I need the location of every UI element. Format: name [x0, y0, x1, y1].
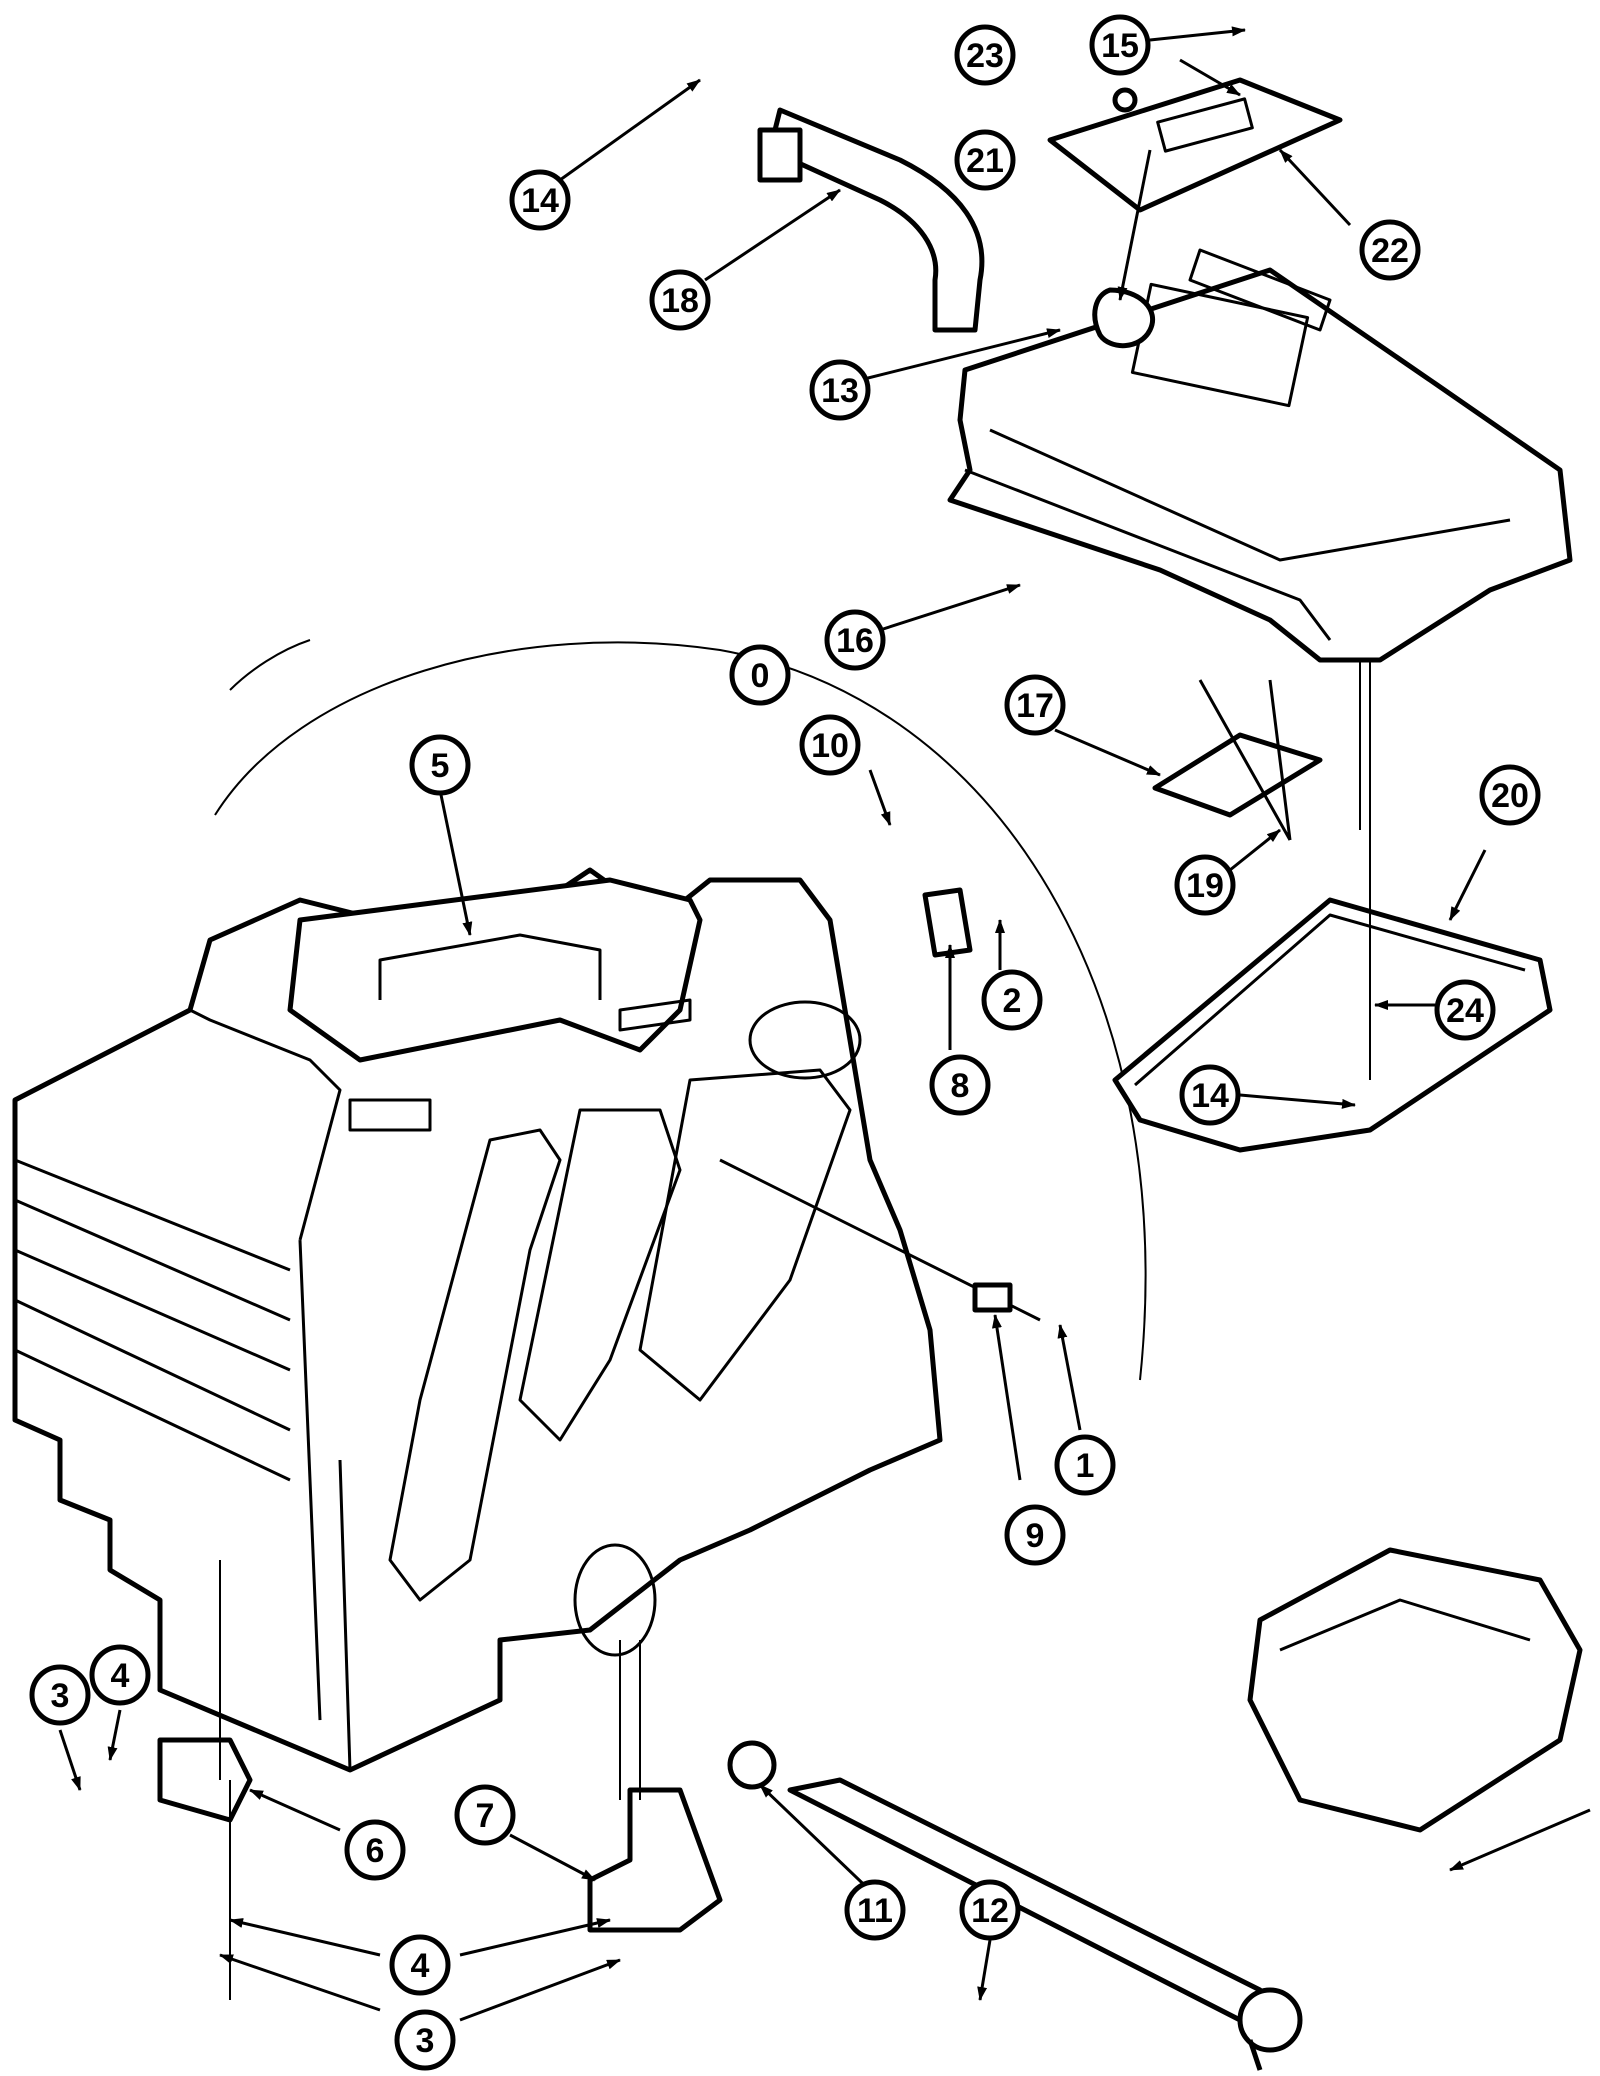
svg-text:23: 23 — [966, 37, 1004, 75]
svg-text:10: 10 — [811, 727, 849, 765]
recovery-tank-lid — [947, 248, 1573, 663]
svg-text:9: 9 — [1026, 1517, 1045, 1555]
callout-3-left: 3 — [29, 1664, 91, 1726]
drain-hose — [787, 1777, 1303, 2071]
latch-9 — [972, 1282, 1013, 1313]
svg-text:19: 19 — [1186, 867, 1224, 905]
recovery-tank-body — [12, 867, 943, 1773]
callout-7: 7 — [454, 1784, 516, 1846]
callouts: 0 1 2 3 3 4 4 5 6 7 8 9 10 11 12 13 14 1… — [29, 14, 1541, 2071]
svg-text:20: 20 — [1491, 777, 1529, 815]
svg-text:24: 24 — [1446, 992, 1484, 1030]
svg-text:4: 4 — [111, 1657, 130, 1695]
svg-text:7: 7 — [476, 1797, 495, 1835]
callout-6: 6 — [344, 1819, 406, 1881]
callout-1: 1 — [1054, 1434, 1116, 1496]
callout-4-bottom: 4 — [389, 1934, 451, 1996]
callout-13: 13 — [809, 359, 871, 421]
svg-text:14: 14 — [1191, 1077, 1229, 1115]
svg-text:0: 0 — [751, 657, 770, 695]
callout-12: 12 — [959, 1879, 1021, 1941]
bracket-7 — [587, 1787, 723, 1933]
svg-text:5: 5 — [431, 747, 450, 785]
callout-4-left: 4 — [89, 1644, 151, 1706]
callout-24: 24 — [1434, 979, 1496, 1041]
callout-0: 0 — [729, 644, 791, 706]
leader-lines — [58, 26, 1487, 2022]
svg-text:1: 1 — [1076, 1447, 1095, 1485]
svg-text:18: 18 — [661, 282, 699, 320]
hose-clamp-11 — [727, 1740, 777, 1790]
svg-text:3: 3 — [416, 2022, 435, 2060]
callout-10: 10 — [799, 714, 861, 776]
callout-21: 21 — [954, 129, 1016, 191]
svg-text:16: 16 — [836, 622, 874, 660]
callout-2: 2 — [981, 969, 1043, 1031]
callout-15: 15 — [1089, 14, 1151, 76]
callout-11: 11 — [844, 1879, 906, 1941]
callout-8: 8 — [929, 1054, 991, 1116]
svg-text:12: 12 — [971, 1892, 1009, 1930]
svg-text:6: 6 — [366, 1832, 385, 1870]
svg-text:2: 2 — [1003, 982, 1022, 1020]
callout-14-right: 14 — [1179, 1064, 1241, 1126]
callout-9: 9 — [1004, 1504, 1066, 1566]
svg-text:21: 21 — [966, 142, 1004, 180]
svg-text:22: 22 — [1371, 232, 1409, 270]
callout-14-top: 14 — [509, 169, 571, 231]
svg-text:14: 14 — [521, 182, 559, 220]
svg-text:15: 15 — [1101, 27, 1139, 65]
callout-19: 19 — [1174, 854, 1236, 916]
vacuum-hose — [757, 107, 985, 333]
gasket-21 — [1092, 287, 1155, 349]
svg-text:13: 13 — [821, 372, 859, 410]
svg-text:4: 4 — [411, 1947, 430, 1985]
filter-screen-19 — [1198, 679, 1292, 841]
callout-20: 20 — [1479, 764, 1541, 826]
callout-3-bottom: 3 — [394, 2009, 456, 2071]
machine-orientation-icon — [1247, 1547, 1591, 1872]
svg-text:3: 3 — [51, 1677, 70, 1715]
bracket-8 — [922, 887, 973, 958]
callout-5: 5 — [409, 734, 471, 796]
svg-text:17: 17 — [1016, 687, 1054, 725]
callout-22: 22 — [1359, 219, 1421, 281]
svg-text:8: 8 — [951, 1067, 970, 1105]
assembly-grouping-curve-left — [229, 639, 311, 691]
bracket-6 — [157, 1737, 253, 1823]
callout-23: 23 — [954, 24, 1016, 86]
access-cover-plate — [1047, 77, 1343, 213]
callout-16: 16 — [824, 609, 886, 671]
callout-17: 17 — [1004, 674, 1066, 736]
svg-text:11: 11 — [857, 1892, 893, 1930]
callout-18: 18 — [649, 269, 711, 331]
